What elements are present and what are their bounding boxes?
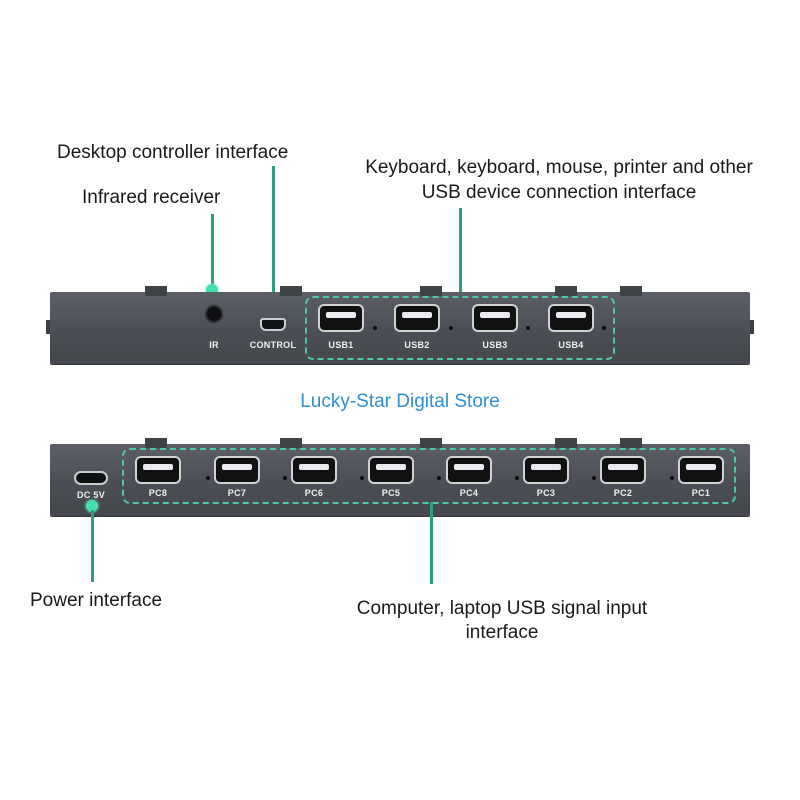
usb1-port-label: USB1 bbox=[328, 340, 354, 350]
pc4-port-label: PC4 bbox=[459, 488, 479, 498]
usb4-port-label: USB4 bbox=[558, 340, 584, 350]
power-interface-label: Power interface bbox=[30, 590, 163, 611]
desktop-controller-label: Desktop controller interface bbox=[57, 142, 289, 163]
control-port bbox=[260, 318, 286, 331]
power-marker bbox=[86, 500, 98, 512]
pc8-port bbox=[135, 456, 181, 484]
usb-device-label-line2: USB device connection interface bbox=[421, 182, 697, 203]
bottom-device-panel: DC 5V PC8 PC7 PC6 PC5 PC4 PC3 PC2 PC1 bbox=[50, 438, 750, 516]
pc6-port bbox=[291, 456, 337, 484]
pc2-port bbox=[600, 456, 646, 484]
power-leader-line bbox=[91, 510, 94, 582]
usb1-port bbox=[318, 304, 364, 332]
ir-port-label: IR bbox=[209, 340, 219, 350]
usb-device-label-line1: Keyboard, keyboard, mouse, printer and o… bbox=[365, 157, 753, 178]
store-name: Lucky-Star Digital Store bbox=[300, 391, 500, 412]
control-leader-line bbox=[272, 166, 275, 302]
pc3-port-label: PC3 bbox=[536, 488, 556, 498]
computer-label-line1: Computer, laptop USB signal input bbox=[356, 598, 648, 619]
pc1-port bbox=[678, 456, 724, 484]
pc-port-group bbox=[122, 448, 736, 504]
top-device-panel: IR CONTROL USB1 USB2 USB3 USB4 bbox=[50, 286, 750, 364]
pc5-port-label: PC5 bbox=[381, 488, 401, 498]
pc7-port bbox=[214, 456, 260, 484]
dc-power-port bbox=[74, 471, 108, 485]
usb-group-leader-line bbox=[459, 208, 462, 296]
usb2-port bbox=[394, 304, 440, 332]
usb2-port-label: USB2 bbox=[404, 340, 430, 350]
dc-power-label: DC 5V bbox=[76, 490, 105, 500]
pc-group-leader-line bbox=[430, 502, 433, 584]
usb3-port bbox=[472, 304, 518, 332]
pc3-port bbox=[523, 456, 569, 484]
usb4-port bbox=[548, 304, 594, 332]
pc5-port bbox=[368, 456, 414, 484]
usb-port-group bbox=[305, 296, 615, 360]
infrared-receiver-label: Infrared receiver bbox=[82, 187, 221, 208]
ir-receiver-port bbox=[205, 305, 223, 323]
pc7-port-label: PC7 bbox=[227, 488, 247, 498]
infrared-leader-line bbox=[211, 214, 214, 290]
computer-label-line2: interface bbox=[465, 622, 539, 643]
pc2-port-label: PC2 bbox=[613, 488, 633, 498]
pc6-port-label: PC6 bbox=[304, 488, 324, 498]
pc1-port-label: PC1 bbox=[691, 488, 711, 498]
usb3-port-label: USB3 bbox=[482, 340, 508, 350]
control-port-label: CONTROL bbox=[249, 340, 297, 350]
pc4-port bbox=[446, 456, 492, 484]
pc8-port-label: PC8 bbox=[148, 488, 168, 498]
